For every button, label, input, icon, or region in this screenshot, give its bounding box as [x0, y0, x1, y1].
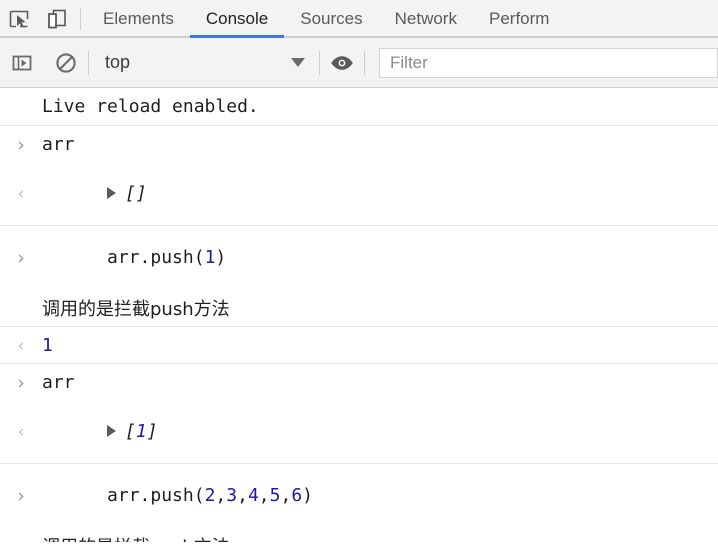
- tabbar-divider: [80, 8, 81, 30]
- live-expression-eye-icon[interactable]: [320, 38, 364, 88]
- code-token: ,: [237, 485, 248, 506]
- console-row-log: 调用的是拦截push方法: [0, 527, 718, 543]
- execution-context-label: top: [105, 52, 131, 72]
- eye-icon-glyph: [331, 55, 353, 70]
- console-message-text: 调用的是拦截push方法: [42, 533, 718, 543]
- console-input-text: arr: [42, 371, 75, 393]
- clear-console-icon[interactable]: [44, 38, 88, 88]
- array-item-value: 1: [135, 421, 147, 442]
- row-gutter: [0, 88, 42, 125]
- console-sidebar-toggle-icon[interactable]: [0, 38, 44, 88]
- array-bracket-open: [: [125, 421, 136, 442]
- console-toolbar-divider-2: [319, 50, 320, 75]
- console-output-value: 1: [42, 334, 53, 356]
- expand-triangle-icon[interactable]: [107, 187, 117, 199]
- array-bracket-close: ]: [146, 421, 158, 442]
- device-toolbar-icon-glyph: [48, 9, 66, 29]
- code-token: arr.push(: [107, 247, 205, 268]
- code-token: ): [215, 247, 227, 268]
- console-row-input[interactable]: › arr.push(1): [0, 225, 718, 289]
- code-token-number: 5: [269, 485, 281, 506]
- devtools-tabbar: Elements Console Sources Network Perform: [0, 0, 718, 38]
- console-row-output[interactable]: ‹ []: [0, 162, 718, 225]
- code-token: arr.push(: [107, 485, 205, 506]
- tab-sources[interactable]: Sources: [300, 9, 363, 28]
- row-gutter: ›: [0, 464, 42, 527]
- input-arrow-icon: ›: [17, 371, 25, 394]
- input-arrow-icon: ›: [17, 485, 25, 507]
- console-row-output[interactable]: ‹ [1]: [0, 400, 718, 463]
- code-token: ,: [280, 485, 292, 506]
- row-gutter: ›: [0, 226, 42, 289]
- console-output-value[interactable]: [1]: [42, 400, 718, 463]
- no-entry-icon-glyph: [56, 52, 76, 73]
- output-arrow-icon: ‹: [17, 184, 25, 204]
- console-row-output: ‹ 1: [0, 326, 718, 363]
- code-token-number: 3: [226, 485, 238, 506]
- row-gutter: [0, 527, 42, 542]
- code-token-number: 4: [247, 485, 259, 506]
- tab-performance[interactable]: Perform: [488, 9, 550, 28]
- console-row-log: 调用的是拦截push方法: [0, 289, 718, 326]
- console-row-input[interactable]: › arr.push(2,3,4,5,6): [0, 463, 718, 527]
- code-token: ,: [215, 485, 227, 506]
- console-input-text: arr.push(1): [42, 226, 718, 289]
- code-token-number: 6: [291, 485, 303, 506]
- array-preview: []: [125, 183, 147, 204]
- row-gutter: ›: [0, 364, 42, 400]
- console-message-text: 调用的是拦截push方法: [42, 298, 230, 320]
- console-row-input[interactable]: › arr: [0, 125, 718, 162]
- console-row-log: Live reload enabled.: [0, 88, 718, 125]
- tab-elements[interactable]: Elements: [103, 9, 174, 28]
- input-arrow-icon: ›: [17, 133, 25, 156]
- inspect-element-icon-glyph: [9, 10, 29, 28]
- expand-triangle-icon[interactable]: [107, 425, 117, 437]
- console-row-input[interactable]: › arr: [0, 363, 718, 400]
- tab-console[interactable]: Console: [189, 0, 285, 38]
- console-output-value[interactable]: []: [42, 162, 718, 225]
- row-gutter: ‹: [0, 400, 42, 463]
- console-input-text: arr: [42, 133, 75, 155]
- execution-context-selector[interactable]: top: [89, 38, 319, 88]
- code-token-number: 2: [204, 485, 216, 506]
- tab-network[interactable]: Network: [394, 9, 457, 28]
- device-toolbar-icon[interactable]: [38, 0, 76, 38]
- console-toolbar: top Filter: [0, 38, 718, 88]
- output-arrow-icon: ‹: [17, 335, 25, 356]
- console-toolbar-divider-1: [88, 50, 89, 75]
- input-arrow-icon: ›: [17, 247, 25, 269]
- console-message-text: Live reload enabled.: [42, 96, 259, 117]
- inspect-element-icon[interactable]: [0, 0, 38, 38]
- code-token: ): [302, 485, 314, 506]
- code-token-number: 1: [204, 247, 216, 268]
- console-input-text: arr.push(2,3,4,5,6): [42, 464, 718, 527]
- row-gutter: [0, 289, 42, 326]
- sidebar-panel-icon-glyph: [12, 55, 32, 70]
- output-arrow-icon: ‹: [17, 422, 25, 442]
- console-filter-input[interactable]: Filter: [379, 47, 718, 78]
- console-message-list[interactable]: Live reload enabled. › arr ‹ [] › arr.pu…: [0, 88, 718, 542]
- row-gutter: ›: [0, 126, 42, 162]
- row-gutter: ‹: [0, 327, 42, 363]
- console-toolbar-divider-3: [364, 50, 365, 75]
- code-token: ,: [258, 485, 270, 506]
- row-gutter: ‹: [0, 162, 42, 225]
- chevron-down-icon: [291, 58, 305, 67]
